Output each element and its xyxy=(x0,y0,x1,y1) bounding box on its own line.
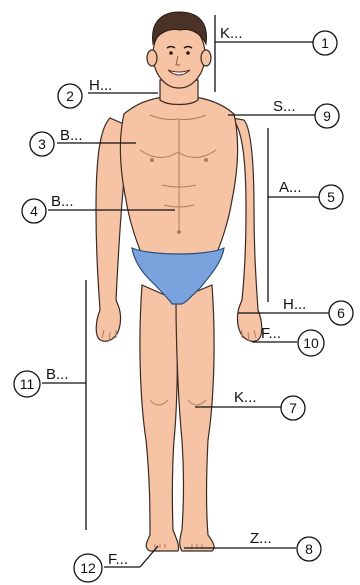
callout-number: 12 xyxy=(80,560,96,576)
callout-label: H... xyxy=(283,296,306,313)
callout-3: 3 B... xyxy=(30,127,83,156)
callout-label: K... xyxy=(234,389,257,406)
callout-label: A... xyxy=(279,179,302,196)
callout-5: A... 5 xyxy=(279,179,343,209)
callout-number: 7 xyxy=(289,400,297,416)
callout-7: K... 7 xyxy=(234,389,305,420)
callout-9: S... 9 xyxy=(273,98,339,128)
callout-2: 2 H... xyxy=(58,77,112,108)
callout-number: 2 xyxy=(66,88,74,104)
callout-8: Z... 8 xyxy=(250,530,321,561)
callout-number: 6 xyxy=(337,305,345,321)
callout-number: 5 xyxy=(327,189,335,205)
callout-label: S... xyxy=(273,98,296,115)
callout-12: 12 F... xyxy=(74,551,128,582)
callout-1: K... 1 xyxy=(220,25,337,55)
callout-label: K... xyxy=(220,25,243,42)
callout-number: 11 xyxy=(20,376,35,392)
callout-label: Z... xyxy=(250,530,272,547)
callout-number: 3 xyxy=(38,136,46,152)
callout-label: B... xyxy=(46,366,69,383)
callout-label: H... xyxy=(89,77,112,94)
callout-number: 4 xyxy=(30,203,38,219)
callout-10: F... 10 xyxy=(261,325,324,356)
callout-label: F... xyxy=(261,325,281,342)
callout-label: B... xyxy=(60,127,83,144)
callout-number: 9 xyxy=(323,108,331,124)
callout-11: 11 B... xyxy=(14,366,69,397)
callout-label: B... xyxy=(51,193,74,210)
callout-4: 4 B... xyxy=(22,193,74,223)
callout-6: H... 6 xyxy=(283,296,353,325)
callout-label: F... xyxy=(108,551,128,568)
callout-number: 8 xyxy=(305,541,313,557)
callout-number: 1 xyxy=(321,35,329,51)
callout-number: 10 xyxy=(303,335,319,351)
